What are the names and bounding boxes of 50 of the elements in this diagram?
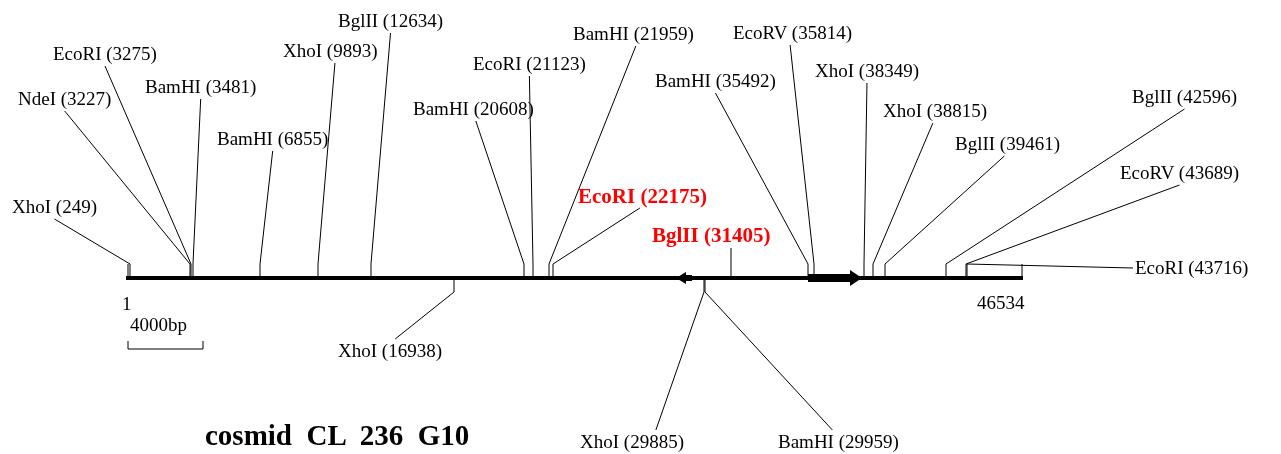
leader-line — [394, 279, 455, 340]
leader-line — [966, 263, 1134, 277]
site-label: BamHI (6855) — [217, 128, 329, 150]
leader-line — [655, 279, 705, 431]
site-label: BamHI (35492) — [655, 70, 776, 92]
site-label: BglII (39461) — [955, 133, 1060, 155]
leader-line — [552, 207, 641, 277]
site-label: BglII (12634) — [338, 10, 443, 32]
site-label: EcoRV (35814) — [733, 22, 852, 44]
leader-line — [192, 98, 202, 277]
leader-line — [259, 150, 274, 277]
leader-line — [370, 32, 391, 277]
site-label: XhoI (16938) — [338, 340, 442, 362]
site-label: EcoRI (22175) — [578, 185, 707, 207]
site-label: BamHI (20608) — [413, 98, 534, 120]
title: cosmid CL 236 G10 — [205, 418, 470, 452]
site-label: EcoRI (43716) — [1135, 257, 1249, 279]
leader-line — [548, 45, 637, 277]
leader-line — [730, 247, 732, 277]
leader-line — [863, 82, 868, 277]
site-label: BamHI (21959) — [573, 23, 694, 45]
site-label: BamHI (29959) — [778, 431, 899, 453]
site-label: XhoI (38349) — [815, 60, 919, 82]
leader-line — [884, 155, 1005, 277]
position-label: 1 — [122, 293, 132, 315]
leader-line — [965, 184, 1180, 277]
site-label: EcoRI (21123) — [473, 53, 586, 75]
leader-line — [317, 62, 336, 277]
leader-line — [714, 92, 809, 277]
leader-line — [528, 75, 534, 277]
site-label: BglII (31405) — [652, 224, 771, 246]
site-label: NdeI (3227) — [18, 88, 112, 110]
leader-line — [104, 65, 192, 277]
leader-line — [789, 44, 815, 277]
leader-line — [704, 279, 833, 431]
leader-line — [64, 110, 191, 277]
leader-line — [475, 120, 525, 277]
site-label: EcoRV (43689) — [1120, 162, 1239, 184]
site-label: BglII (42596) — [1132, 86, 1237, 108]
leader-line — [872, 122, 934, 277]
site-label: BamHI (3481) — [145, 76, 257, 98]
leader-line — [54, 218, 131, 277]
position-label: 46534 — [977, 292, 1025, 314]
scale-label: 4000bp — [130, 314, 187, 336]
site-label: XhoI (249) — [12, 196, 97, 218]
leader-line — [945, 108, 1185, 277]
site-label: XhoI (9893) — [283, 40, 378, 62]
site-label: XhoI (38815) — [883, 100, 987, 122]
site-label: EcoRI (3275) — [53, 43, 157, 65]
site-label: XhoI (29885) — [580, 431, 684, 453]
